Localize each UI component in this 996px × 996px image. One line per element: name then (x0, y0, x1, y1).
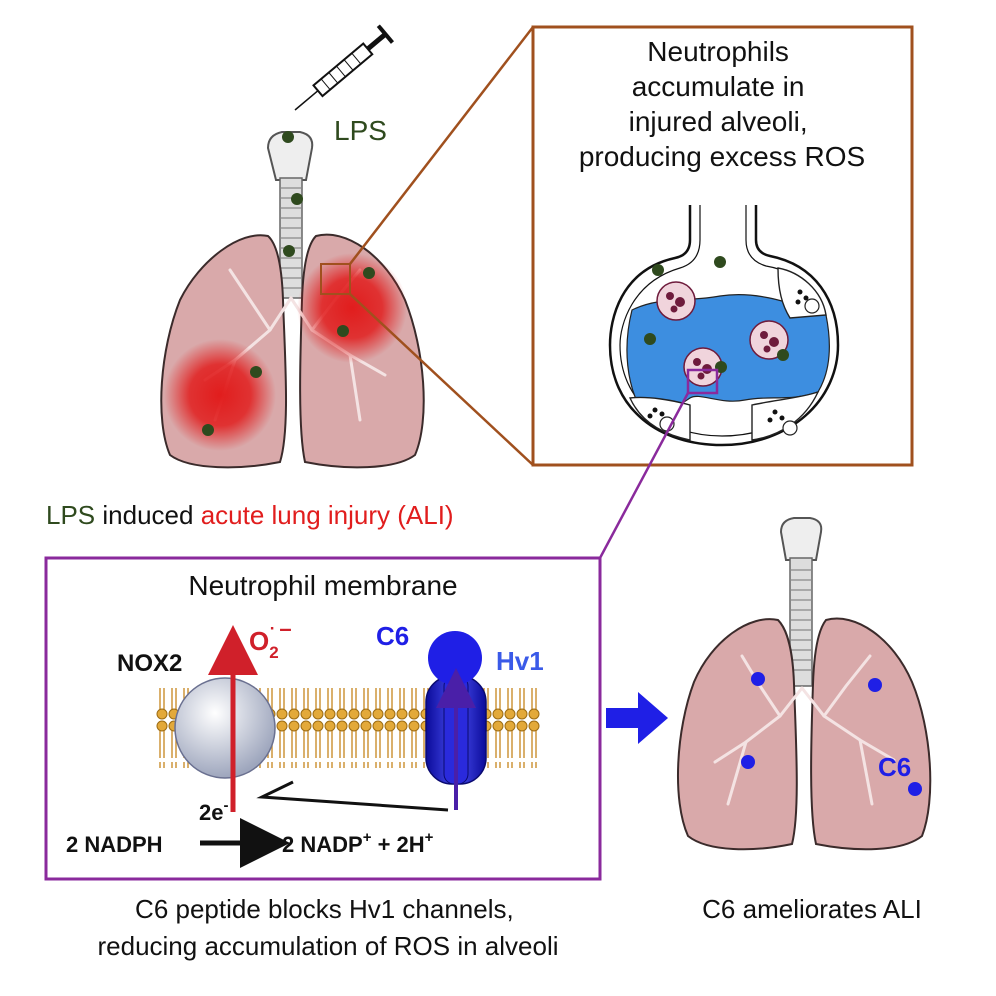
trachea (266, 131, 314, 299)
treated-lung-illustration: C6 (677, 517, 932, 851)
membrane-connector (598, 392, 690, 559)
electron-label: 2e- (199, 797, 228, 825)
nox2-protein (174, 677, 276, 779)
c6-particles (741, 672, 922, 796)
nadph-label: 2 NADPH (66, 832, 163, 857)
superoxide-label: O2·– (249, 616, 292, 662)
treated-caption: C6 ameliorates ALI (702, 894, 922, 924)
membrane-title: Neutrophil membrane (188, 570, 457, 601)
membrane-panel: Neutrophil membrane NOX2 O2·– C6 Hv1 2e-… (44, 556, 602, 881)
injury-region-lower (164, 339, 276, 451)
zoom-title: Neutrophils accumulate in injured alveol… (579, 36, 865, 172)
nadp-products-label: 2 NADP+ + 2H+ (282, 829, 434, 857)
membrane-caption: C6 peptide blocks Hv1 channels, reducing… (97, 894, 558, 961)
alveolus (608, 205, 840, 447)
zoom-source-box (320, 263, 351, 295)
treatment-arrow (606, 692, 668, 744)
injury-caption: LPS induced acute lung injury (ALI) (46, 500, 454, 530)
c6-peptide (428, 631, 482, 685)
neutrophil-cells (656, 281, 789, 387)
nox2-label: NOX2 (117, 650, 182, 677)
lps-particles (202, 131, 375, 436)
proton-link-line (256, 780, 449, 812)
zoom-connector-top (349, 26, 534, 265)
membrane-zoom-source (686, 368, 719, 395)
treated-c6-label: C6 (878, 752, 911, 782)
c6-label: C6 (376, 621, 409, 651)
syringe-icon (294, 24, 394, 111)
injured-lung-illustration: LPS (160, 24, 425, 469)
alveolus-zoom-panel: Neutrophils accumulate in injured alveol… (531, 25, 914, 467)
hv1-label: Hv1 (496, 646, 544, 676)
lps-label: LPS (334, 115, 387, 146)
zoom-connector-bottom (349, 293, 534, 466)
injury-region-upper (297, 253, 407, 363)
